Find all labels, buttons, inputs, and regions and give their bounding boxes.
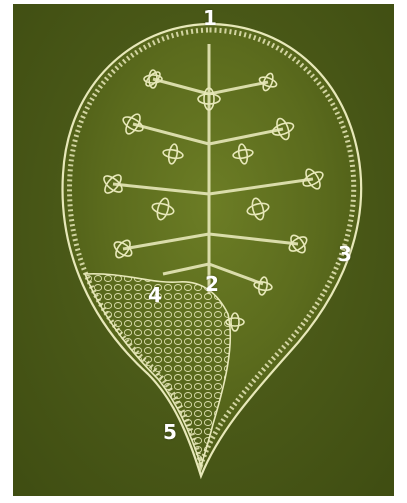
label-5: 5 — [163, 422, 177, 442]
label-2: 2 — [205, 274, 219, 294]
illustration-plate: 1 2 3 4 5 — [13, 4, 394, 496]
specimen-illustration — [13, 4, 394, 496]
label-1: 1 — [203, 8, 217, 28]
label-3: 3 — [338, 244, 352, 264]
label-4: 4 — [148, 285, 162, 305]
